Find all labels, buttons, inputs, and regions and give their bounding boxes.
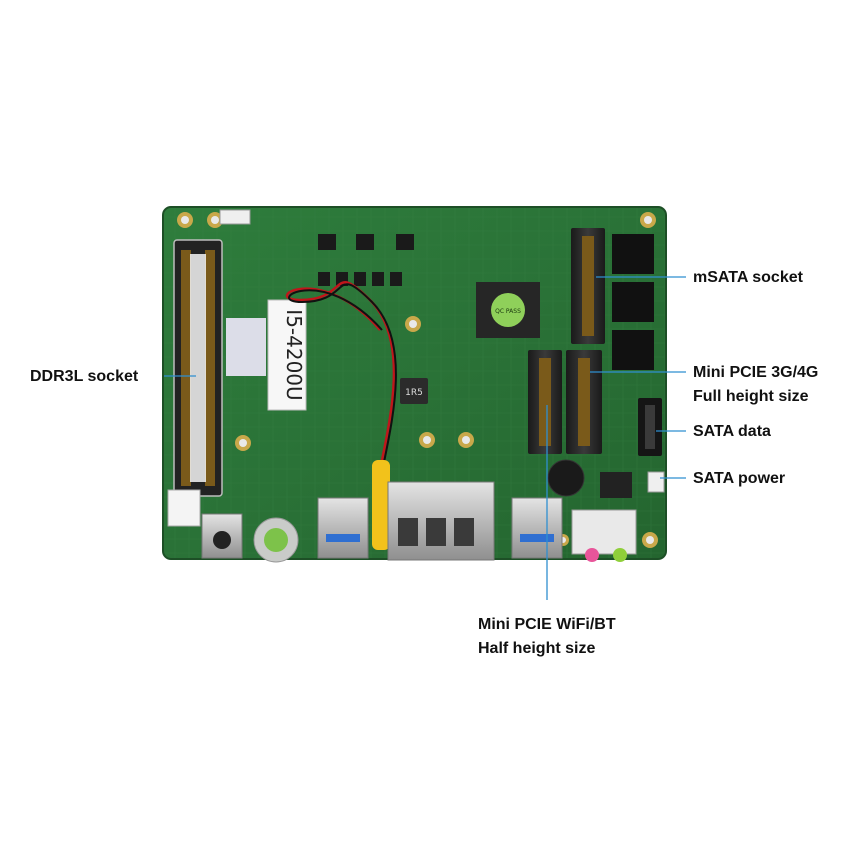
mini-pcie-3g-socket <box>566 350 602 454</box>
mounting-holes <box>177 212 658 548</box>
msata-socket <box>571 228 605 344</box>
ddr3l-socket <box>173 239 223 497</box>
ddr3l-socket-label: DDR3L socket <box>30 368 139 385</box>
chip-qc-sticker: QC PASS <box>495 308 521 315</box>
io-panel <box>167 481 637 563</box>
battery-cable <box>285 281 397 473</box>
inductor: 1R5 <box>400 378 428 404</box>
pin-headers <box>612 234 654 370</box>
io-chip <box>600 472 632 498</box>
sata-data-connector <box>638 398 662 456</box>
mini-pcie-wifi-label-line1: Mini PCIE WiFi/BT <box>478 616 616 633</box>
cpu-sticker-text: I5-4200U <box>282 309 306 400</box>
mini-pcie-3g-label-line1: Mini PCIE 3G/4G <box>693 364 819 381</box>
msata-socket-label: mSATA socket <box>693 269 803 286</box>
inductor-marking: 1R5 <box>405 388 423 398</box>
mini-pcie-3g-label-line2: Full height size <box>693 388 809 405</box>
mini-pcie-wifi-label-line2: Half height size <box>478 640 596 657</box>
battery-heat-shrink <box>372 460 390 550</box>
mini-pcie-wifi-label: Mini PCIE WiFi/BT Half height size <box>478 613 616 661</box>
sata-power-connector <box>647 471 665 493</box>
callout-lines <box>164 276 686 600</box>
cpu-label-area: I5-4200U <box>226 299 307 411</box>
header-connector <box>219 209 251 225</box>
sata-power-label: SATA power <box>693 470 786 487</box>
mini-pcie-3g-label: Mini PCIE 3G/4G Full height size <box>693 361 818 409</box>
mini-pcie-wifi-socket <box>528 350 562 454</box>
controller-chip: QC PASS <box>476 282 540 338</box>
sata-data-label: SATA data <box>693 423 771 440</box>
buzzer <box>547 459 585 497</box>
mosfets <box>318 234 414 286</box>
